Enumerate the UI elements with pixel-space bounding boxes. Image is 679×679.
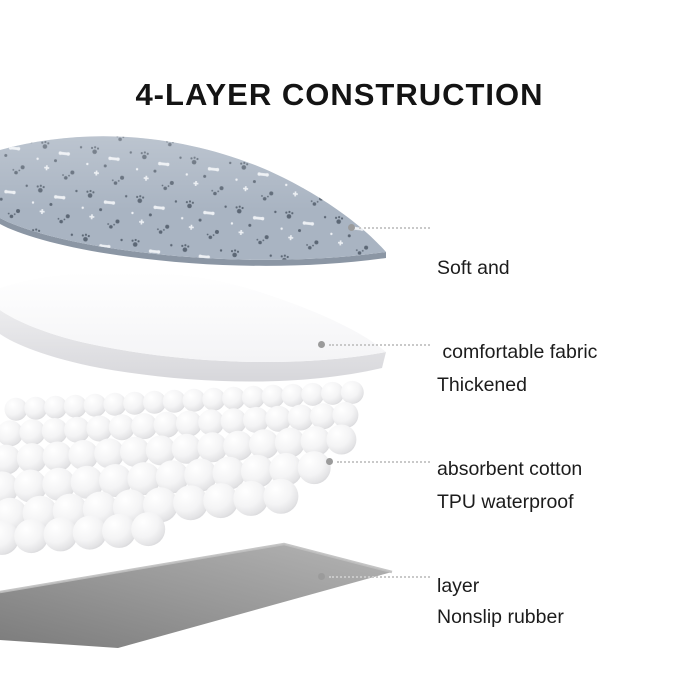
rubber-layer [0, 542, 393, 648]
fabric-layer [0, 136, 386, 266]
callout-dot [326, 458, 333, 465]
callout-leader-line [359, 227, 430, 229]
callout-label-line1: Soft and [437, 257, 510, 279]
cotton-layer [0, 271, 386, 382]
rubber-sheet [0, 544, 392, 648]
fabric-sheen [0, 136, 386, 260]
cotton-top-face [0, 271, 386, 363]
page-title: 4-LAYER CONSTRUCTION [135, 76, 544, 112]
fabric-thickness-edge [0, 218, 386, 266]
callout-label: TPU waterproof layer [437, 432, 574, 656]
callout-dot [318, 573, 325, 580]
cotton-front-face [0, 310, 386, 382]
callout-leader-line [329, 344, 430, 346]
rubber-top-edge-highlight [0, 542, 393, 594]
callout-dot [318, 341, 325, 348]
callout-label-line1: Nonslip rubber [437, 606, 564, 628]
callout-label-line1: Thickened [437, 374, 527, 396]
callout-label-line2: comfortable fabric [437, 341, 598, 363]
callout-leader-line [337, 461, 430, 463]
callout-leader-line [329, 576, 430, 578]
callout-label-line2: layer [437, 575, 480, 597]
callout-dot [348, 224, 355, 231]
callout-label-line1: TPU waterproof [437, 491, 574, 513]
callout-label-line2: absorbent cotton [437, 458, 583, 480]
callout-label: Nonslip rubber layer [437, 547, 564, 679]
callout-label: Thickened absorbent cotton [437, 315, 582, 539]
tpu-bubble-layer [0, 380, 364, 555]
callout-label: Soft and comfortable fabric [437, 198, 597, 422]
